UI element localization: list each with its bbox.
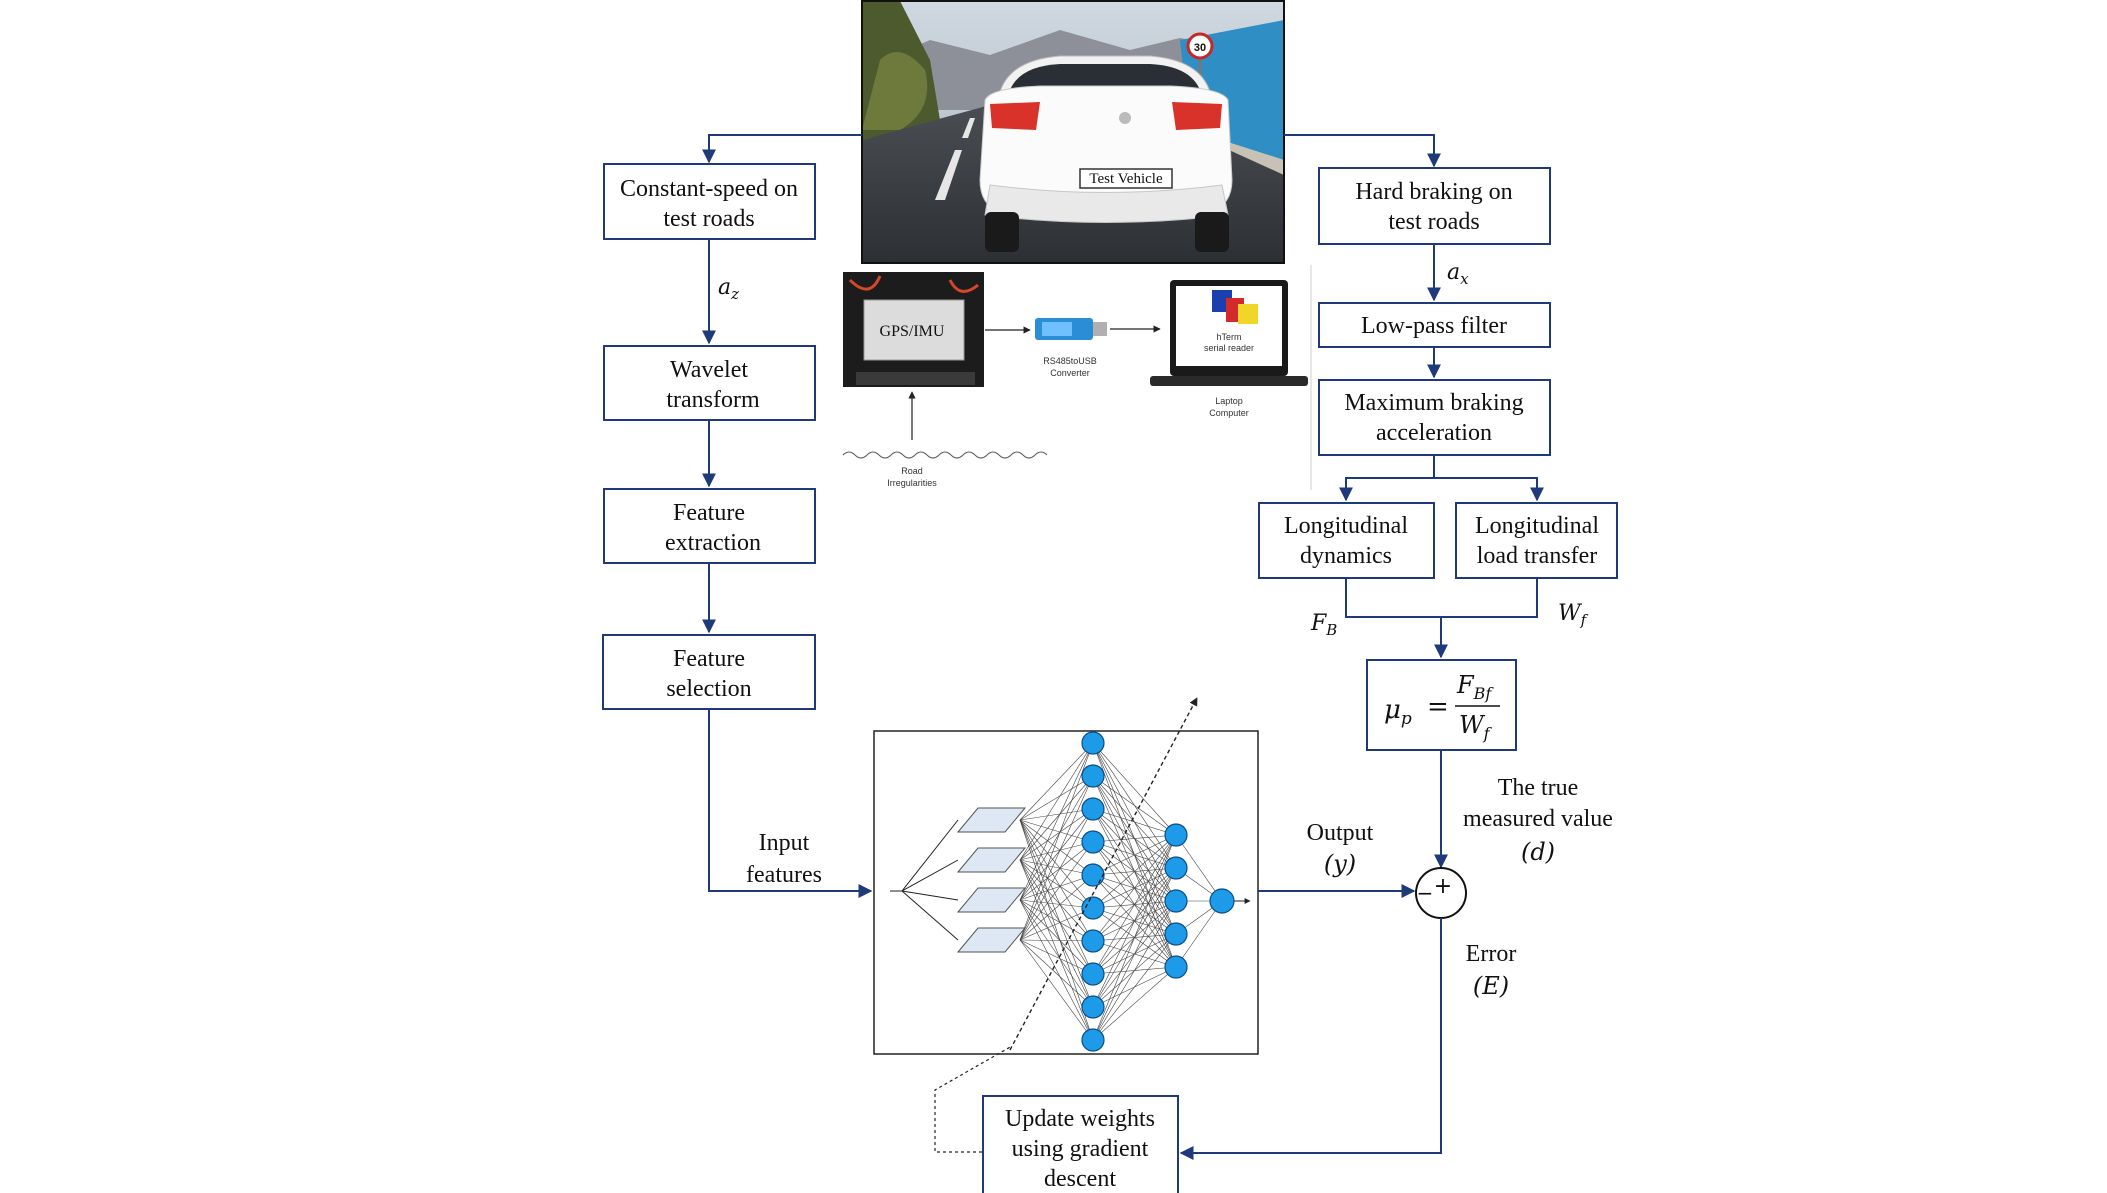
error-symbol: (E) <box>1473 972 1509 1000</box>
update-weights-box <box>982 1095 1179 1193</box>
load-transfer-text: Longitudinal <box>1475 513 1599 539</box>
license-plate <box>1079 168 1173 189</box>
hidden-layer-1-neuron <box>1081 1028 1105 1052</box>
hidden-layer-1-neuron <box>1081 995 1105 1019</box>
true-value-text: The true <box>1498 775 1579 801</box>
fb-label: FB <box>1310 611 1337 639</box>
equals-sign: = <box>1427 692 1449 722</box>
hidden-layer-2-neuron <box>1164 856 1188 880</box>
wavelet-text: Wavelet <box>670 357 748 383</box>
feature-extraction-text: Feature <box>673 500 745 526</box>
longitudinal-dynamics-box <box>1258 502 1435 579</box>
feedback-dashed-line <box>934 1045 1013 1153</box>
wf-label: Wf <box>1558 601 1589 629</box>
left-column: Constant-speed on test roads az Wavelet … <box>602 134 873 898</box>
input-features-text: Input <box>759 830 810 856</box>
hidden-layer-2-neuron <box>1164 823 1188 847</box>
low-pass-filter-text: Low-pass filter <box>1361 313 1507 339</box>
right-column: Hard braking on test roads ax Low-pass f… <box>1258 134 1618 869</box>
input-features-text-2: features <box>746 862 822 888</box>
hidden-layer-1-neuron <box>1081 896 1105 920</box>
constant-speed-box <box>603 163 816 240</box>
load-transfer-box <box>1455 502 1618 579</box>
plus-sign: + <box>1434 874 1452 899</box>
input-layer-plane <box>956 807 1027 833</box>
neural-network-frame <box>873 730 1259 1055</box>
output-neuron <box>1209 888 1235 914</box>
wavelet-text-2: transform <box>666 387 760 413</box>
laptop-screen-text-2: serial reader <box>1204 343 1254 353</box>
feature-selection-text: Feature <box>673 646 745 672</box>
constant-speed-text-2: test roads <box>663 206 754 232</box>
road-label-2: Irregularities <box>887 478 937 488</box>
friction-formula-box <box>1366 659 1517 751</box>
hidden-layer-2-neuron <box>1164 955 1188 979</box>
converter-label-2: Converter <box>1050 368 1090 378</box>
laptop-label-2: Computer <box>1209 408 1249 418</box>
vehicle-photo: 30 Test Vehicle <box>861 0 1285 264</box>
input-layer-plane <box>956 927 1027 953</box>
feature-selection-text-2: selection <box>666 676 751 702</box>
load-transfer-text-2: load transfer <box>1477 543 1598 569</box>
longitudinal-dynamics-text-2: dynamics <box>1300 543 1392 569</box>
update-weights-text: Update weights <box>1005 1106 1155 1132</box>
true-value-text-2: measured value <box>1463 806 1613 832</box>
road-wave-icon <box>842 451 1048 459</box>
input-layer-plane <box>956 887 1027 913</box>
feature-extraction-box <box>603 488 816 564</box>
gps-imu-label: GPS/IMU <box>880 323 945 340</box>
hard-braking-text: Hard braking on <box>1355 179 1512 205</box>
hard-braking-text-2: test roads <box>1388 209 1479 235</box>
mu-symbol: μp <box>1384 695 1412 729</box>
hidden-layer-1-neuron <box>1081 830 1105 854</box>
hard-braking-box <box>1318 167 1551 245</box>
hidden-layer-1-neuron <box>1081 797 1105 821</box>
low-pass-filter-box <box>1318 302 1551 348</box>
car-icon: Test Vehicle <box>979 55 1233 252</box>
hidden-layer-2-neuron <box>1164 889 1188 913</box>
hidden-layer-2-neuron <box>1164 922 1188 946</box>
speed-sign-text: 30 <box>1194 42 1206 54</box>
true-value-symbol: (d) <box>1521 838 1555 866</box>
output-label: Output <box>1307 820 1374 846</box>
feature-selection-box <box>602 634 816 710</box>
formula-denominator: Wf <box>1459 711 1493 743</box>
max-braking-text-2: acceleration <box>1376 420 1492 446</box>
license-plate-text: Test Vehicle <box>1089 171 1163 187</box>
weight-update-arrow <box>1009 697 1198 1051</box>
formula-numerator: FBf <box>1456 671 1494 703</box>
wavelet-box <box>603 345 816 421</box>
constant-speed-text: Constant-speed on <box>620 176 798 202</box>
update-weights-text-2: using gradient <box>1012 1136 1149 1162</box>
output-section: Output (y) + − The true measured value (… <box>982 775 1613 1193</box>
hardware-setup: GPS/IMU RS485toUSB Converter hTerm seria… <box>842 265 1312 490</box>
minus-sign: − <box>1417 881 1434 905</box>
az-label: az <box>718 275 739 303</box>
max-braking-box <box>1318 379 1551 456</box>
longitudinal-dynamics-text: Longitudinal <box>1284 513 1408 539</box>
max-braking-text: Maximum braking <box>1344 390 1523 416</box>
hidden-layer-1-neuron <box>1081 863 1105 887</box>
laptop-screen-text: hTerm <box>1216 332 1241 342</box>
output-symbol: (y) <box>1324 850 1356 878</box>
hidden-layer-1-neuron <box>1081 764 1105 788</box>
hidden-layer-1-neuron <box>1081 929 1105 953</box>
neural-network <box>873 697 1259 1153</box>
update-weights-text-3: descent <box>1044 1166 1116 1192</box>
laptop-label: Laptop <box>1215 396 1243 406</box>
laptop-icon <box>1150 280 1308 386</box>
input-layer-plane <box>956 847 1027 873</box>
error-label: Error <box>1466 941 1517 967</box>
ax-label: ax <box>1447 260 1469 288</box>
hidden-layer-1-neuron <box>1081 962 1105 986</box>
usb-converter-icon <box>1035 318 1107 340</box>
converter-label: RS485toUSB <box>1043 356 1097 366</box>
road-label: Road <box>901 466 923 476</box>
speed-sign-icon <box>1186 32 1214 60</box>
hidden-layer-1-neuron <box>1081 731 1105 755</box>
feature-extraction-text-2: extraction <box>665 530 761 556</box>
